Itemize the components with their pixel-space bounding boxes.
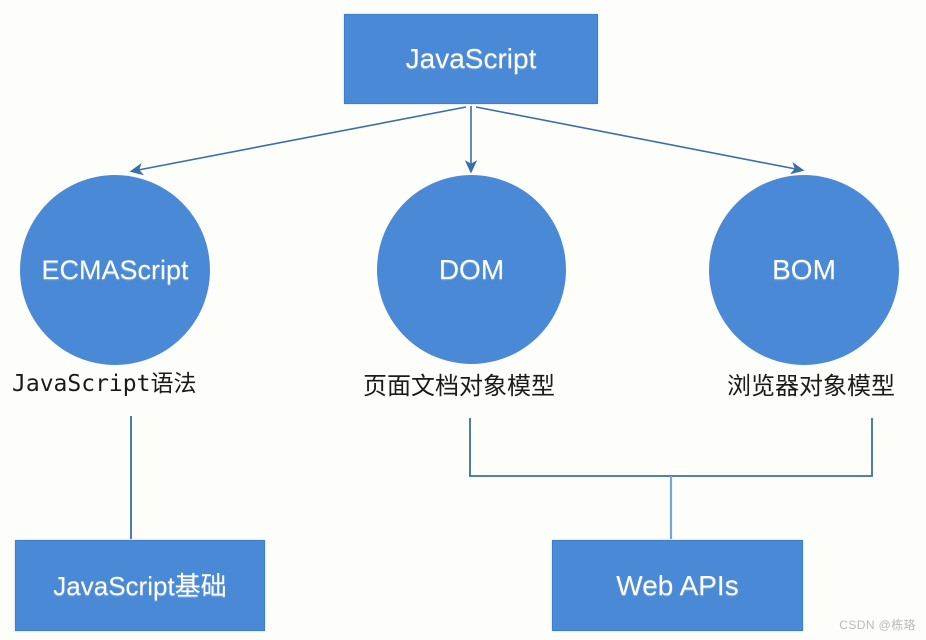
node-javascript-basics[interactable]: JavaScript基础 bbox=[15, 540, 265, 631]
csdn-watermark: CSDN @栋珞 bbox=[839, 618, 916, 632]
caption-ecmascript: JavaScript语法 bbox=[12, 371, 197, 397]
node-ecmascript[interactable]: ECMAScript bbox=[20, 175, 210, 365]
node-bom-label: BOM bbox=[772, 254, 836, 285]
node-dom-label: DOM bbox=[438, 253, 505, 285]
connector-javascript-to-bom bbox=[475, 106, 805, 175]
node-javascript-label: JavaScript bbox=[405, 43, 537, 74]
node-javascript[interactable]: JavaScript bbox=[344, 14, 598, 104]
connector-bracket-to-web-apis bbox=[469, 418, 873, 477]
caption-dom: 页面文档对象模型 bbox=[363, 373, 555, 400]
node-javascript-basics-label: JavaScript基础 bbox=[53, 570, 227, 601]
node-dom[interactable]: DOM bbox=[377, 175, 566, 364]
node-ecmascript-label: ECMAScript bbox=[41, 254, 189, 285]
connector-javascript-to-ecmascript bbox=[129, 106, 467, 176]
node-web-apis[interactable]: Web APIs bbox=[552, 540, 803, 631]
caption-bom: 浏览器对象模型 bbox=[727, 373, 895, 400]
node-bom[interactable]: BOM bbox=[709, 175, 899, 365]
node-web-apis-label: Web APIs bbox=[616, 569, 739, 601]
